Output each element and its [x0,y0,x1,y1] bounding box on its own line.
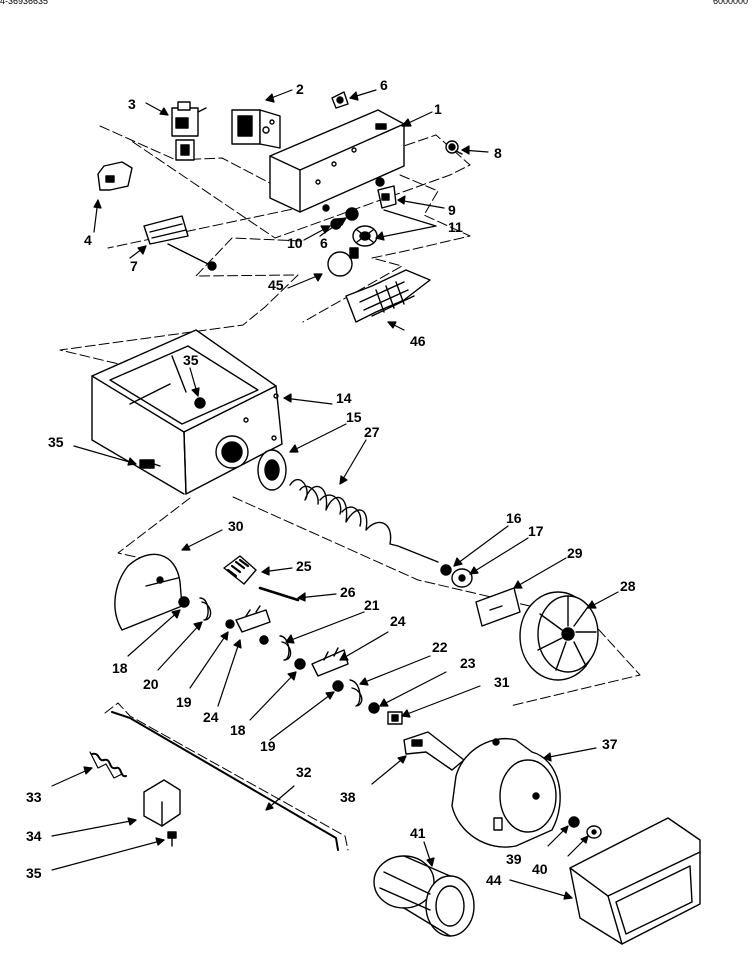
part-23-washer [368,702,380,714]
callout-11: 11 [448,219,463,235]
callout-17: 17 [528,523,544,539]
part-17-washer [451,568,473,588]
part-31-nut [387,711,403,725]
part-35-screw-c [167,831,177,847]
callout-28: 28 [620,578,636,594]
callout-19-left: 19 [176,694,192,710]
callout-24-right: 24 [390,613,406,629]
callout-18-left: 18 [112,660,128,676]
callout-34: 34 [26,828,42,844]
callout-6-top: 6 [380,77,388,93]
callout-40: 40 [532,861,548,877]
callout-30: 30 [228,518,244,534]
callout-4: 4 [84,232,92,248]
callout-37: 37 [602,736,618,752]
part-3-switch [171,101,207,161]
part-24-blade-a [235,605,271,633]
header-left-code: 4-36936635 [0,0,49,6]
callout-46: 46 [410,333,426,349]
part-38-bracket [403,731,465,771]
callout-39: 39 [506,851,522,867]
callout-6-lower: 6 [320,235,328,251]
leader-arrows [51,89,619,900]
callout-14: 14 [336,390,352,406]
part-28-drive-wheel [519,591,599,681]
part-18-nut-c [294,658,306,670]
callout-32: 32 [296,764,312,780]
callout-15: 15 [346,409,362,425]
callout-23: 23 [460,655,476,671]
part-39-washer [568,816,580,828]
part-32-rod [111,711,339,851]
part-33-spring [89,751,127,779]
callout-26: 26 [340,584,356,600]
callout-31: 31 [494,674,510,690]
callout-24-left: 24 [203,709,219,725]
header-right-code: 6000000 [712,0,748,6]
part-8-screw [445,140,463,155]
callout-33: 33 [26,789,42,805]
part-40-washer [586,825,602,839]
part-45-bulb [327,247,359,277]
callout-41: 41 [410,825,426,841]
part-20-spacer [199,597,212,621]
part-19-washer-a [225,619,235,629]
part-25-blade [223,555,257,585]
callout-27: 27 [364,424,380,440]
part-18-nut-b [259,635,269,645]
part-34-bracket [143,779,181,827]
part-37-motor [451,738,561,848]
callout-35-top: 35 [183,352,199,368]
callout-22: 22 [432,639,448,655]
part-7-harness [143,215,217,271]
part-24-blade-b [311,647,349,677]
callout-10: 10 [287,235,303,251]
callout-8: 8 [494,145,502,161]
part-16-washer [440,564,452,576]
part-14-housing [91,329,283,495]
callout-21: 21 [364,597,380,613]
part-6-screw-lower [345,207,359,221]
callout-19-mid: 19 [260,738,276,754]
part-30-plate [114,553,183,631]
part-26-rod [258,586,300,602]
part-6-screw-top [331,91,349,109]
part-41-ring [373,855,475,937]
callout-2: 2 [296,81,304,97]
part-4-bracket [97,161,133,191]
part-46-cover [345,269,431,323]
part-35-screw-a [194,397,206,409]
callout-3: 3 [128,96,136,112]
part-27-auger [289,478,439,563]
part-9-bracket [377,185,397,209]
part-19-washer-b [332,680,344,692]
callout-35-bottom: 35 [26,865,42,881]
part-22-spacer [349,679,363,707]
callout-1: 1 [434,101,442,117]
part-35-screw-b [139,459,161,469]
callout-16: 16 [506,510,522,526]
callout-7: 7 [130,258,138,274]
part-18-nut-a [178,596,190,608]
part-2-switch [231,109,281,149]
callout-45: 45 [268,277,284,293]
part-11-socket [352,225,378,247]
callout-9: 9 [448,202,456,218]
callout-18-mid: 18 [230,722,246,738]
part-15-bearing [257,449,287,491]
callout-38: 38 [340,789,356,805]
callout-44: 44 [486,872,502,888]
callout-35-mid: 35 [48,434,64,450]
callout-25: 25 [296,558,312,574]
callout-29: 29 [567,545,583,561]
part-44-cover [569,817,701,945]
part-29-plate [475,587,521,627]
callout-20: 20 [143,676,159,692]
part-1-housing [269,109,405,213]
